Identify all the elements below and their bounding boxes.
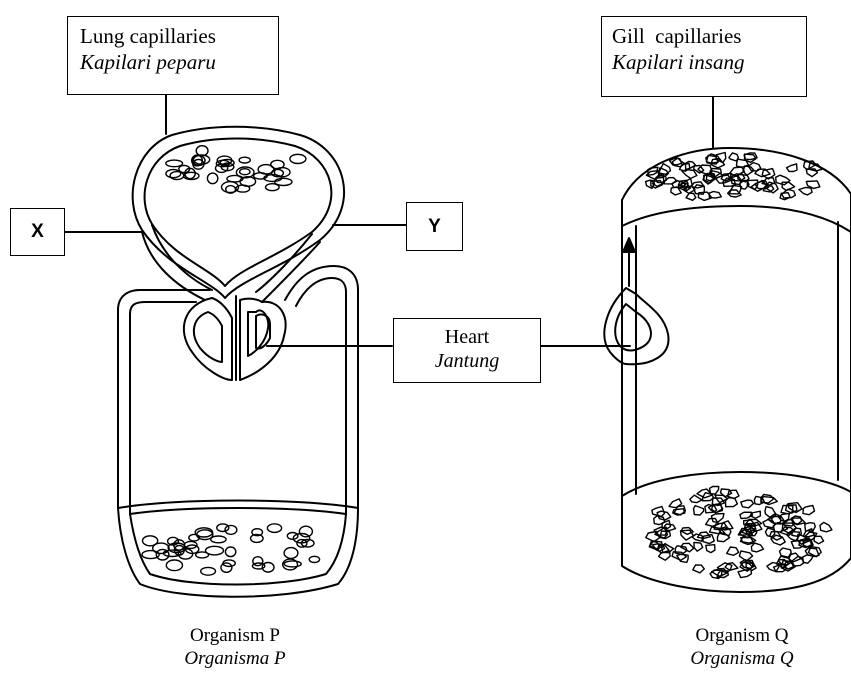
capillary-cell — [201, 567, 216, 575]
heart-label-malay: Jantung — [394, 349, 540, 373]
capillary-cell — [686, 193, 696, 200]
capillary-cell — [693, 565, 705, 573]
capillary-cell — [225, 547, 235, 557]
organism-p-label: Organism P — [160, 624, 310, 647]
capillary-cell — [299, 526, 312, 537]
organism-q-diagram — [604, 148, 851, 592]
systemic-vein-inner — [130, 302, 196, 514]
capillary-cell — [814, 536, 824, 544]
gill-capillaries-label-box: Gill capillaries Kapilari insang — [601, 16, 807, 97]
label-x: X — [31, 221, 44, 243]
capillary-cell — [287, 533, 298, 540]
capillary-cell — [706, 545, 715, 553]
capillary-cell — [221, 563, 232, 572]
capillary-cell — [727, 547, 739, 555]
capillary-cell — [789, 553, 801, 562]
fish-heart-inner — [615, 304, 651, 351]
capillary-cell — [677, 554, 688, 562]
label-y-box: Y — [406, 202, 463, 251]
lung-capillary-network — [166, 146, 306, 194]
capillary-cell — [703, 535, 714, 544]
capillary-cell — [290, 154, 306, 163]
capillary-cell — [738, 569, 751, 577]
capillary-cell — [166, 160, 183, 167]
capillary-cell — [240, 169, 250, 175]
lung-capillaries-label-box: Lung capillaries Kapilari peparu — [67, 16, 279, 95]
capillary-cell — [780, 193, 790, 200]
body-capillary-bed-outer — [118, 501, 358, 597]
capillary-cell — [166, 170, 181, 178]
heart-left-chamber-inner — [194, 312, 222, 362]
body-capillary-network — [142, 524, 320, 575]
gill-capillaries-label: Gill capillaries — [612, 23, 806, 49]
aorta-outer — [285, 266, 358, 508]
capillary-cell — [659, 164, 671, 175]
organism-q-label: Organism Q — [667, 624, 817, 647]
capillary-cell — [751, 543, 763, 552]
heart-left-chamber — [184, 298, 232, 380]
capillary-cell — [309, 556, 319, 562]
capillary-cell — [239, 157, 250, 163]
capillary-cell — [690, 495, 702, 503]
capillary-cell — [284, 561, 301, 567]
organism-q-label-malay: Organisma Q — [667, 647, 817, 670]
capillary-cell — [803, 505, 815, 514]
organism-p-label-malay: Organisma P — [160, 647, 310, 670]
flow-arrow-head — [623, 238, 635, 252]
capillary-cell — [694, 506, 704, 515]
capillary-cell — [211, 536, 226, 543]
body-capillary-network-q — [646, 486, 832, 578]
lung-capillaries-label-malay: Kapilari peparu — [80, 49, 278, 75]
capillary-cell — [170, 172, 184, 180]
capillary-cell — [196, 146, 208, 156]
capillary-cell — [709, 192, 721, 199]
capillary-cell — [275, 178, 292, 185]
capillary-cell — [820, 522, 832, 531]
capillary-cell — [143, 536, 158, 546]
capillary-cell — [166, 560, 182, 571]
capillary-cell — [284, 548, 298, 559]
heart-label: Heart — [394, 325, 540, 349]
capillary-cell — [782, 182, 794, 190]
aorta-inner — [296, 278, 346, 514]
organism-p-caption: Organism P Organisma P — [160, 624, 310, 670]
capillary-cell — [682, 170, 697, 179]
body-capillary-bed-inner — [130, 508, 346, 585]
organism-p-diagram — [118, 127, 358, 597]
gill-capillaries-label-malay: Kapilari insang — [612, 49, 806, 75]
capillary-cell — [726, 498, 738, 507]
label-x-box: X — [10, 208, 65, 256]
capillary-cell — [799, 187, 812, 195]
capillary-cell — [217, 524, 229, 532]
capillary-cell — [741, 500, 754, 508]
capillary-cell — [787, 164, 798, 172]
organism-q-caption: Organism Q Organisma Q — [667, 624, 817, 670]
capillary-cell — [694, 542, 703, 551]
capillary-cell — [196, 552, 209, 558]
capillary-cell — [793, 518, 806, 525]
label-y: Y — [428, 216, 441, 238]
heart-label-box: Heart Jantung — [393, 318, 541, 383]
capillary-cell — [267, 524, 281, 533]
capillary-cell — [207, 173, 217, 184]
gill-capillary-network — [646, 153, 822, 201]
lung-capillaries-label: Lung capillaries — [80, 23, 278, 49]
capillary-cell — [718, 532, 730, 542]
